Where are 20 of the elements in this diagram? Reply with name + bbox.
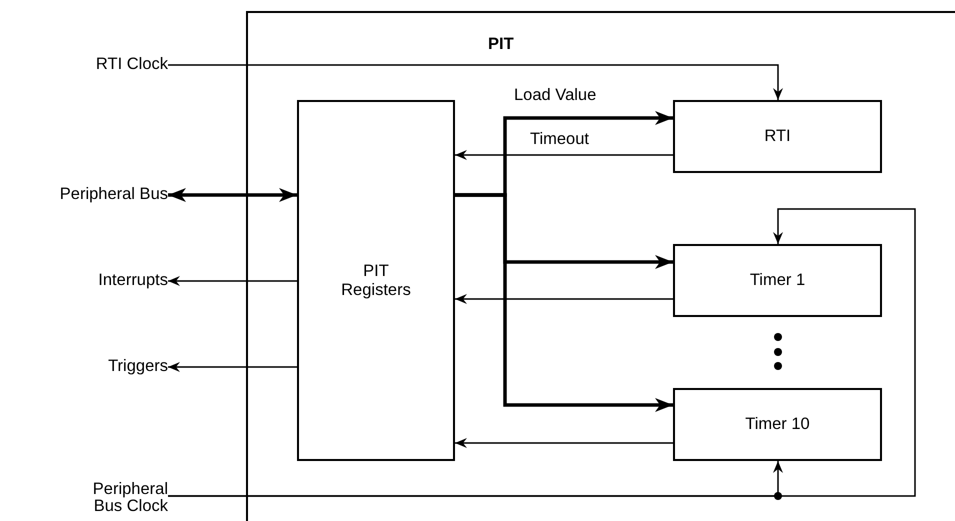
block-box: RTI [673,100,882,173]
arrow [168,208,916,497]
signal-label: Triggers [40,356,168,378]
arrow [455,150,673,160]
arrow [455,438,673,448]
module-title: PIT [488,35,514,54]
arrow [168,188,297,202]
module-frame [246,11,955,521]
arrow [168,276,297,286]
signal-label: Peripheral Bus Clock [70,478,168,518]
block-box: PIT Registers [297,100,455,461]
signal-label: Peripheral Bus [0,184,168,206]
signal-label: Interrupts [40,270,168,292]
signal-label: RTI Clock [40,54,168,76]
block-box: Timer 10 [673,388,882,461]
arrow [168,362,297,372]
arrow [455,193,673,412]
arrow [455,294,673,304]
arrow [168,64,783,100]
block-box: Timer 1 [673,244,882,317]
